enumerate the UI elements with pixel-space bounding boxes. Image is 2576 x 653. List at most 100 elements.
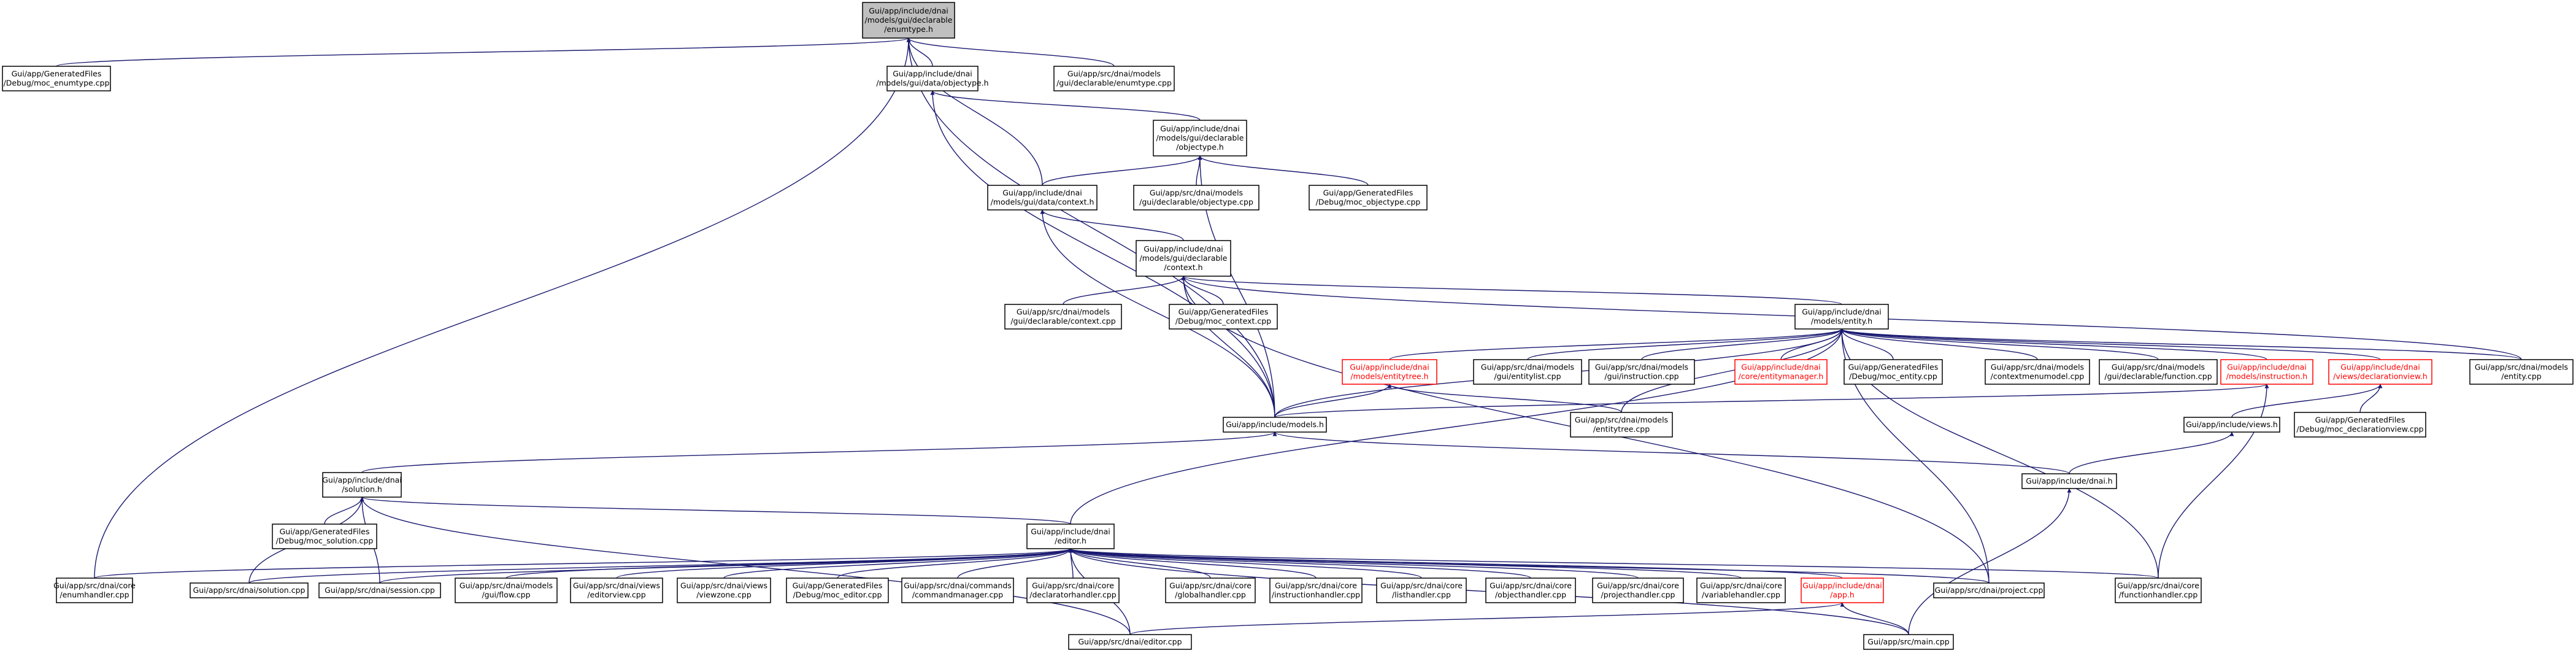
node-box[interactable]	[886, 66, 978, 91]
node-n24[interactable]: Gui/app/include/views.h	[2183, 417, 2280, 433]
node-box[interactable]	[1570, 412, 1673, 438]
node-n23[interactable]: Gui/app/src/dnai/models/entitytree.cpp	[1570, 412, 1673, 438]
node-box[interactable]	[1169, 304, 1278, 330]
node-n20[interactable]: Gui/app/include/dnai/views/declarationvi…	[2328, 359, 2432, 385]
node-n28[interactable]: Gui/app/GeneratedFiles/Debug/moc_solutio…	[272, 524, 377, 549]
node-box[interactable]	[2115, 578, 2202, 603]
node-n45[interactable]: Gui/app/include/dnai/app.h	[1801, 578, 1884, 603]
node-n7[interactable]: Gui/app/GeneratedFiles/Debug/moc_objecty…	[1309, 185, 1428, 211]
node-n5[interactable]: Gui/app/include/dnai/models/gui/data/con…	[987, 185, 1098, 211]
node-n2[interactable]: Gui/app/include/dnai/models/gui/data/obj…	[876, 66, 989, 91]
node-box[interactable]	[190, 582, 309, 598]
node-box[interactable]	[1026, 524, 1115, 549]
node-n21[interactable]: Gui/app/src/dnai/models/entity.cpp	[2469, 359, 2574, 385]
node-n38[interactable]: Gui/app/src/dnai/core/declaratorhandler.…	[1026, 578, 1120, 603]
node-n37[interactable]: Gui/app/src/dnai/commands/commandmanager…	[901, 578, 1014, 603]
node-box[interactable]	[677, 578, 771, 603]
node-n0[interactable]: Gui/app/include/dnai/models/gui/declarab…	[862, 2, 955, 39]
node-n12[interactable]: Gui/app/include/dnai/models/entitytree.h	[1342, 359, 1437, 385]
node-box[interactable]	[786, 578, 889, 603]
node-n15[interactable]: Gui/app/include/dnai/core/entitymanager.…	[1734, 359, 1828, 385]
node-n27[interactable]: Gui/app/include/dnai.h	[2021, 473, 2117, 489]
node-n48[interactable]: Gui/app/src/dnai/editor.cpp	[1068, 634, 1192, 650]
node-n47[interactable]: Gui/app/src/dnai/core/functionhandler.cp…	[2115, 578, 2202, 603]
node-n33[interactable]: Gui/app/src/dnai/models/gui/flow.cpp	[455, 578, 558, 603]
node-n13[interactable]: Gui/app/src/dnai/models/gui/entitylist.c…	[1473, 359, 1582, 385]
node-n36[interactable]: Gui/app/GeneratedFiles/Debug/moc_editor.…	[786, 578, 889, 603]
node-box[interactable]	[1342, 359, 1437, 385]
node-n44[interactable]: Gui/app/src/dnai/core/variablehandler.cp…	[1696, 578, 1786, 603]
node-box[interactable]	[1863, 634, 1954, 650]
node-box[interactable]	[56, 578, 133, 603]
node-n19[interactable]: Gui/app/include/dnai/models/instruction.…	[2220, 359, 2313, 385]
node-box[interactable]	[455, 578, 558, 603]
node-box[interactable]	[2328, 359, 2432, 385]
node-box[interactable]	[2099, 359, 2218, 385]
node-box[interactable]	[1136, 240, 1231, 277]
node-box[interactable]	[2183, 417, 2280, 433]
node-n42[interactable]: Gui/app/src/dnai/core/objecthandler.cpp	[1485, 578, 1576, 603]
node-box[interactable]	[1794, 304, 1889, 330]
node-n8[interactable]: Gui/app/include/dnai/models/gui/declarab…	[1136, 240, 1231, 277]
node-n26[interactable]: Gui/app/include/dnai/solution.h	[322, 472, 402, 498]
node-box[interactable]	[2469, 359, 2574, 385]
node-box[interactable]	[1165, 578, 1256, 603]
node-box[interactable]	[1696, 578, 1786, 603]
node-n35[interactable]: Gui/app/src/dnai/views/viewzone.cpp	[677, 578, 771, 603]
node-box[interactable]	[1004, 304, 1122, 330]
node-n17[interactable]: Gui/app/src/dnai/models/contextmenumodel…	[1985, 359, 2090, 385]
node-n30[interactable]: Gui/app/src/dnai/core/enumhandler.cpp	[53, 578, 136, 603]
node-box[interactable]	[1801, 578, 1884, 603]
node-n3[interactable]: Gui/app/src/dnai/models/gui/declarable/e…	[1053, 66, 1175, 91]
node-n34[interactable]: Gui/app/src/dnai/views/editorview.cpp	[570, 578, 663, 603]
node-n16[interactable]: Gui/app/GeneratedFiles/Debug/moc_entity.…	[1844, 359, 1943, 385]
node-n29[interactable]: Gui/app/include/dnai/editor.h	[1026, 524, 1115, 549]
node-box[interactable]	[570, 578, 663, 603]
node-n43[interactable]: Gui/app/src/dnai/core/projecthandler.cpp	[1592, 578, 1684, 603]
node-n22[interactable]: Gui/app/include/models.h	[1223, 417, 1327, 433]
node-n11[interactable]: Gui/app/include/dnai/models/entity.h	[1794, 304, 1889, 330]
node-n1[interactable]: Gui/app/GeneratedFiles/Debug/moc_enumtyp…	[2, 66, 111, 91]
node-n14[interactable]: Gui/app/src/dnai/models/gui/instruction.…	[1588, 359, 1695, 385]
node-box[interactable]	[1309, 185, 1428, 211]
node-box[interactable]	[1068, 634, 1192, 650]
node-n41[interactable]: Gui/app/src/dnai/core/listhandler.cpp	[1376, 578, 1467, 603]
node-n4[interactable]: Gui/app/include/dnai/models/gui/declarab…	[1153, 120, 1247, 156]
node-n39[interactable]: Gui/app/src/dnai/core/globalhandler.cpp	[1165, 578, 1256, 603]
node-box[interactable]	[1933, 582, 2045, 598]
node-box[interactable]	[987, 185, 1098, 211]
node-box[interactable]	[1985, 359, 2090, 385]
node-box[interactable]	[1844, 359, 1943, 385]
node-box[interactable]	[2220, 359, 2313, 385]
node-box[interactable]	[1053, 66, 1175, 91]
node-box[interactable]	[1133, 185, 1259, 211]
node-box[interactable]	[1026, 578, 1120, 603]
node-n25[interactable]: Gui/app/GeneratedFiles/Debug/moc_declara…	[2294, 412, 2426, 438]
node-box[interactable]	[1153, 120, 1247, 156]
node-n40[interactable]: Gui/app/src/dnai/core/instructionhandler…	[1269, 578, 1363, 603]
node-box[interactable]	[1592, 578, 1684, 603]
node-n10[interactable]: Gui/app/GeneratedFiles/Debug/moc_context…	[1169, 304, 1278, 330]
node-n31[interactable]: Gui/app/src/dnai/solution.cpp	[190, 582, 309, 598]
node-box[interactable]	[862, 2, 955, 39]
node-box[interactable]	[318, 582, 441, 598]
node-box[interactable]	[901, 578, 1014, 603]
node-box[interactable]	[1223, 417, 1327, 433]
node-box[interactable]	[1588, 359, 1695, 385]
node-n46[interactable]: Gui/app/src/dnai/project.cpp	[1933, 582, 2045, 598]
node-box[interactable]	[1269, 578, 1363, 603]
node-n9[interactable]: Gui/app/src/dnai/models/gui/declarable/c…	[1004, 304, 1122, 330]
node-box[interactable]	[1485, 578, 1576, 603]
node-box[interactable]	[1734, 359, 1828, 385]
node-box[interactable]	[2021, 473, 2117, 489]
node-box[interactable]	[1376, 578, 1467, 603]
node-box[interactable]	[272, 524, 377, 549]
node-box[interactable]	[2, 66, 111, 91]
node-n32[interactable]: Gui/app/src/dnai/session.cpp	[318, 582, 441, 598]
node-box[interactable]	[1473, 359, 1582, 385]
node-n6[interactable]: Gui/app/src/dnai/models/gui/declarable/o…	[1133, 185, 1259, 211]
node-n49[interactable]: Gui/app/src/main.cpp	[1863, 634, 1954, 650]
node-box[interactable]	[2294, 412, 2426, 438]
node-box[interactable]	[322, 472, 402, 498]
node-n18[interactable]: Gui/app/src/dnai/models/gui/declarable/f…	[2099, 359, 2218, 385]
